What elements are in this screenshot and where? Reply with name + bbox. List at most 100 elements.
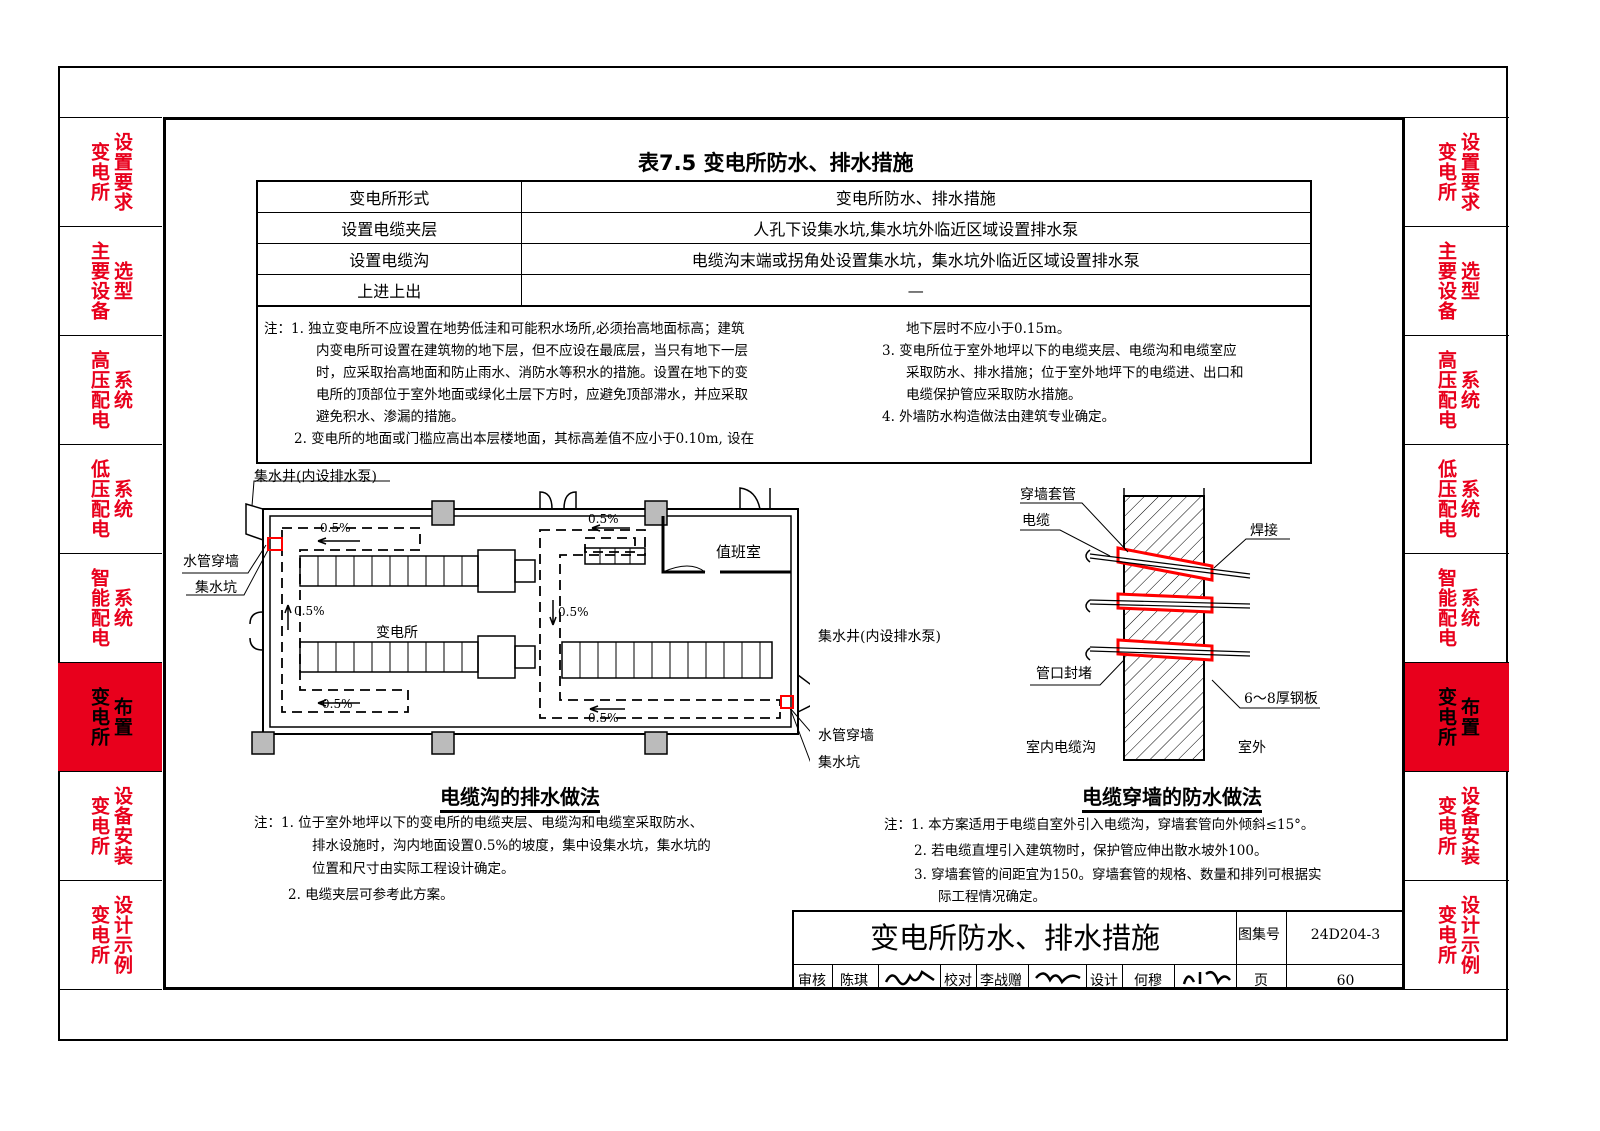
plan-note-line: 排水设施时，沟内地面设置0.5%的坡度，集中设集水坑，集水坑的 — [312, 838, 711, 854]
plan-note-line: 注：1. 位于室外地坪以下的变电所的电缆夹层、电缆沟和电缆室采取防水、 — [254, 815, 704, 831]
chapter-tab-text: 变电所 — [1435, 687, 1457, 747]
table-header-row: 变电所形式 变电所防水、排水措施 — [256, 180, 1312, 213]
chapter-tab-text: 设置要求 — [111, 132, 133, 212]
chapter-tab-text: 高压配电 — [1435, 350, 1457, 430]
design-label: 设计 — [1090, 973, 1118, 989]
label-slope: 0.5% — [558, 605, 589, 619]
chapter-tab-text: 主要设备 — [88, 241, 110, 321]
label-slope: 0.5% — [294, 604, 325, 618]
label-indoor-trench: 室内电缆沟 — [1026, 740, 1096, 756]
chapter-tab-1[interactable]: 变电所设置要求 — [1405, 117, 1509, 226]
chapter-tab-text: 系统 — [111, 479, 133, 519]
reviewer-signature — [884, 970, 935, 986]
table-row: 上进上出 — — [256, 274, 1312, 307]
cable-trench-plan-drawing — [182, 480, 810, 763]
table-note-line: 4. 外墙防水构造做法由建筑专业确定。 — [882, 409, 1116, 425]
chapter-tab-text: 设计示例 — [111, 895, 133, 975]
chapter-tab-5[interactable]: 智能配电系统 — [58, 553, 162, 662]
table-note-line: 采取防水、排水措施；位于室外地坪下的电缆进、出口和 — [906, 365, 1244, 381]
table-cell: 上进上出 — [256, 274, 522, 307]
table-note-line: 注：1. 独立变电所不应设置在地势低洼和可能积水场所,必须抬高地面标高；建筑 — [264, 321, 745, 337]
chapter-tab-7[interactable]: 变电所设备安装 — [1405, 771, 1509, 880]
label-cable: 电缆 — [1022, 513, 1050, 529]
label-pipe-wall-right: 水管穿墙 — [818, 728, 874, 744]
plan-caption: 电缆沟的排水做法 — [440, 781, 600, 813]
review-label: 审核 — [798, 973, 826, 989]
header-cell-type: 变电所形式 — [256, 180, 522, 213]
chapter-tab-text: 系统 — [1458, 370, 1480, 410]
checker-signature — [1035, 972, 1081, 985]
left-chapter-tabs: 变电所设置要求主要设备选型高压配电系统低压配电系统智能配电系统变电所布置变电所设… — [58, 117, 162, 990]
chapter-tab-3[interactable]: 高压配电系统 — [58, 335, 162, 444]
chapter-tab-text: 变电所 — [1435, 796, 1457, 856]
chapter-tab-text: 主要设备 — [1435, 241, 1457, 321]
chapter-tab-text: 变电所 — [88, 905, 110, 965]
chapter-tab-8[interactable]: 变电所设计示例 — [58, 880, 162, 989]
atlas-number: 24D204-3 — [1310, 927, 1381, 943]
chapter-tab-4[interactable]: 低压配电系统 — [1405, 444, 1509, 553]
drawing-title: 变电所防水、排水措施 — [869, 921, 1160, 955]
label-steel-plate: 6～8厚钢板 — [1244, 691, 1318, 707]
check-label: 校对 — [944, 973, 972, 989]
measures-table: 变电所形式 变电所防水、排水措施 设置电缆夹层 人孔下设集水坑,集水坑外临近区域… — [256, 180, 1312, 307]
label-sump-well-right: 集水井(内设排水泵) — [818, 629, 941, 645]
chapter-tab-text: 设计示例 — [1458, 895, 1480, 975]
chapter-tab-text: 智能配电 — [1435, 568, 1457, 648]
table-note-line: 电所的顶部位于室外地面或绿化土层下方时，应避免顶部滞水，并应采取 — [316, 387, 748, 403]
atlas-number-label: 图集号 — [1238, 927, 1280, 943]
plan-note-line: 位置和尺寸由实际工程设计确定。 — [312, 861, 515, 877]
label-wall-sleeve: 穿墙套管 — [1020, 487, 1076, 503]
table-cell: 设置电缆夹层 — [256, 212, 522, 244]
checker-name: 李战赠 — [980, 973, 1022, 989]
chapter-tab-2[interactable]: 主要设备选型 — [58, 226, 162, 335]
table-cell: 设置电缆沟 — [256, 243, 522, 275]
section-note-line: 3. 穿墙套管的间距宜为150。穿墙套管的规格、数量和排列可根据实 — [914, 867, 1322, 883]
chapter-tab-text: 系统 — [111, 588, 133, 628]
chapter-tab-text: 系统 — [111, 370, 133, 410]
table-row: 设置电缆夹层 人孔下设集水坑,集水坑外临近区域设置排水泵 — [256, 212, 1312, 244]
page-label: 页 — [1254, 973, 1268, 989]
label-slope: 0.5% — [588, 512, 619, 526]
designer-signature — [1182, 971, 1231, 986]
label-slope: 0.5% — [320, 521, 351, 535]
chapter-tab-text: 低压配电 — [88, 459, 110, 539]
table-note-line: 避免积水、渗漏的措施。 — [316, 409, 465, 425]
label-slope: 0.5% — [588, 711, 619, 725]
table-cell: 电缆沟末端或拐角处设置集水坑，集水坑外临近区域设置排水泵 — [520, 243, 1312, 275]
label-sump-well-top: 集水井(内设排水泵) — [254, 469, 377, 485]
chapter-tab-3[interactable]: 高压配电系统 — [1405, 335, 1509, 444]
label-sump-pit-left: 集水坑 — [195, 580, 237, 596]
chapter-tab-text: 布置 — [111, 697, 133, 737]
chapter-tab-text: 变电所 — [1435, 905, 1457, 965]
chapter-tab-text: 设备安装 — [1458, 786, 1480, 866]
right-chapter-tabs: 变电所设置要求主要设备选型高压配电系统低压配电系统智能配电系统变电所布置变电所设… — [1405, 117, 1509, 990]
label-substation: 变电所 — [376, 625, 418, 641]
chapter-tab-7[interactable]: 变电所设备安装 — [58, 771, 162, 880]
chapter-tab-6[interactable]: 变电所布置 — [58, 662, 162, 771]
chapter-tab-text: 低压配电 — [1435, 459, 1457, 539]
table-row: 设置电缆沟 电缆沟末端或拐角处设置集水坑，集水坑外临近区域设置排水泵 — [256, 243, 1312, 275]
chapter-tab-text: 变电所 — [88, 687, 110, 747]
chapter-tab-text: 系统 — [1458, 588, 1480, 628]
table-note-line: 地下层时不应小于0.15m。 — [906, 321, 1071, 337]
chapter-tab-text: 变电所 — [88, 142, 110, 202]
table-title: 表7.5 变电所防水、排水措施 — [638, 151, 914, 175]
chapter-tab-5[interactable]: 智能配电系统 — [1405, 553, 1509, 662]
section-note-line: 注：1. 本方案适用于电缆自室外引入电缆沟，穿墙套管向外倾斜≤15°。 — [884, 817, 1315, 833]
chapter-tab-4[interactable]: 低压配电系统 — [58, 444, 162, 553]
section-note-line: 2. 若电缆直埋引入建筑物时，保护管应伸出散水坡外100。 — [914, 843, 1268, 859]
chapter-tab-text: 布置 — [1458, 697, 1480, 737]
chapter-tab-text: 变电所 — [88, 796, 110, 856]
label-pipe-seal: 管口封堵 — [1036, 666, 1092, 682]
chapter-tab-8[interactable]: 变电所设计示例 — [1405, 880, 1509, 989]
wall-penetration-section-drawing — [1020, 488, 1320, 761]
chapter-tab-2[interactable]: 主要设备选型 — [1405, 226, 1509, 335]
table-notes-box: 注：1. 独立变电所不应设置在地势低洼和可能积水场所,必须抬高地面标高；建筑 内… — [256, 306, 1312, 464]
chapter-tab-6[interactable]: 变电所布置 — [1405, 662, 1509, 771]
chapter-tab-text: 选型 — [1458, 261, 1480, 301]
chapter-tab-1[interactable]: 变电所设置要求 — [58, 117, 162, 226]
label-weld: 焊接 — [1250, 523, 1278, 539]
table-note-line: 3. 变电所位于室外地坪以下的电缆夹层、电缆沟和电缆室应 — [882, 343, 1237, 359]
chapter-tab-text: 系统 — [1458, 479, 1480, 519]
label-duty-room: 值班室 — [716, 543, 762, 561]
